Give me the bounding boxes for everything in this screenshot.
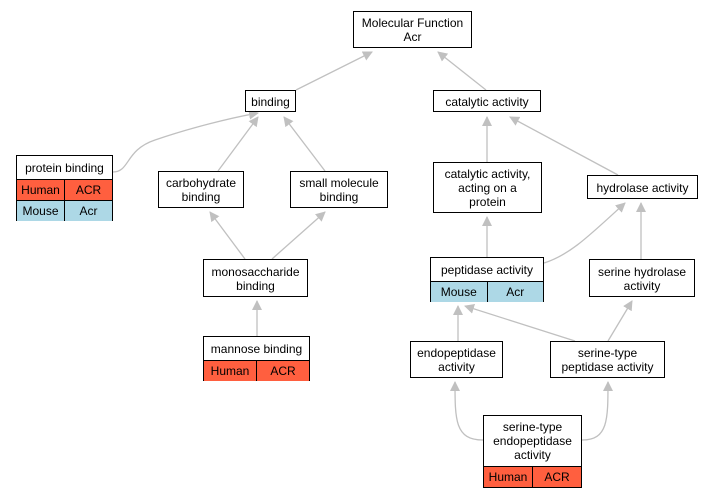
node-label: monosaccharide binding <box>211 264 300 293</box>
edge-monosaccharide-to-small-molecule <box>271 211 326 260</box>
species-cell: Human <box>488 470 528 484</box>
annotation-row: Human ACR <box>17 179 112 200</box>
node-label: catalytic activity <box>445 94 529 109</box>
annotation-row: Human ACR <box>204 360 309 381</box>
node-label: binding <box>251 94 290 109</box>
node-carbohydrate-binding[interactable]: carbohydrate binding <box>158 171 244 208</box>
edge-binding-to-molecular-function <box>295 51 373 91</box>
edge-serine-endopeptidase-to-serine-peptidase <box>581 381 613 441</box>
node-label: catalytic activity, acting on a protein <box>444 167 531 209</box>
edge-serine-peptidase-to-peptidase <box>464 303 576 342</box>
edge-small-molecule-to-binding <box>283 116 326 172</box>
node-label: serine-type endopeptidase activity <box>493 420 572 462</box>
edge-serine-peptidase-to-serine-hydrolase <box>607 300 633 342</box>
species-cell: Mouse <box>440 285 477 299</box>
node-hydrolase-activity[interactable]: hydrolase activity <box>587 175 698 199</box>
node-label: serine-type peptidase activity <box>561 346 654 374</box>
edge-carbohydrate-to-binding <box>217 116 259 172</box>
species-cell: Human <box>21 183 60 197</box>
node-serine-hydrolase[interactable]: serine hydrolase activity <box>589 259 695 297</box>
annotation-row: Human ACR <box>484 466 581 487</box>
edge-hydrolase-to-catalytic <box>509 116 619 176</box>
annotation-row: Mouse Acr <box>17 200 112 221</box>
node-label: mannose binding <box>210 341 303 356</box>
node-label: carbohydrate binding <box>165 176 237 204</box>
node-binding[interactable]: binding <box>245 90 296 112</box>
node-label: endopeptidase activity <box>417 346 496 374</box>
node-label: peptidase activity <box>440 262 534 277</box>
node-serine-peptidase[interactable]: serine-type peptidase activity <box>550 341 665 378</box>
node-label: hydrolase activity <box>596 180 689 195</box>
edge-catalytic-to-molecular-function <box>437 51 487 91</box>
gene-cell: Acr <box>486 282 544 302</box>
node-label: protein binding <box>25 160 104 175</box>
gene-cell: ACR <box>64 180 112 200</box>
node-monosaccharide-binding[interactable]: monosaccharide binding <box>203 259 308 297</box>
edge-monosaccharide-to-carbohydrate <box>209 211 246 260</box>
annotation-row: Mouse Acr <box>431 281 543 302</box>
gene-cell: ACR <box>256 361 309 381</box>
node-catalytic-on-protein[interactable]: catalytic activity, acting on a protein <box>433 162 542 213</box>
node-small-molecule-binding[interactable]: small molecule binding <box>290 171 388 208</box>
node-molecular-function[interactable]: Molecular Function Acr <box>353 11 472 48</box>
node-catalytic-activity[interactable]: catalytic activity <box>433 90 541 112</box>
species-cell: Human <box>210 364 250 378</box>
edge-protein-binding-to-binding <box>112 109 259 173</box>
gene-cell: ACR <box>532 467 581 487</box>
gene-cell: Acr <box>64 201 112 221</box>
node-label: Molecular Function Acr <box>361 16 464 44</box>
node-label: serine hydrolase activity <box>597 264 687 293</box>
edge-serine-endopeptidase-to-endopeptidase <box>450 381 484 441</box>
node-endopeptidase[interactable]: endopeptidase activity <box>410 341 503 378</box>
node-label: small molecule binding <box>299 176 379 204</box>
species-cell: Mouse <box>22 204 59 218</box>
edge-peptidase-to-hydrolase <box>543 202 626 264</box>
